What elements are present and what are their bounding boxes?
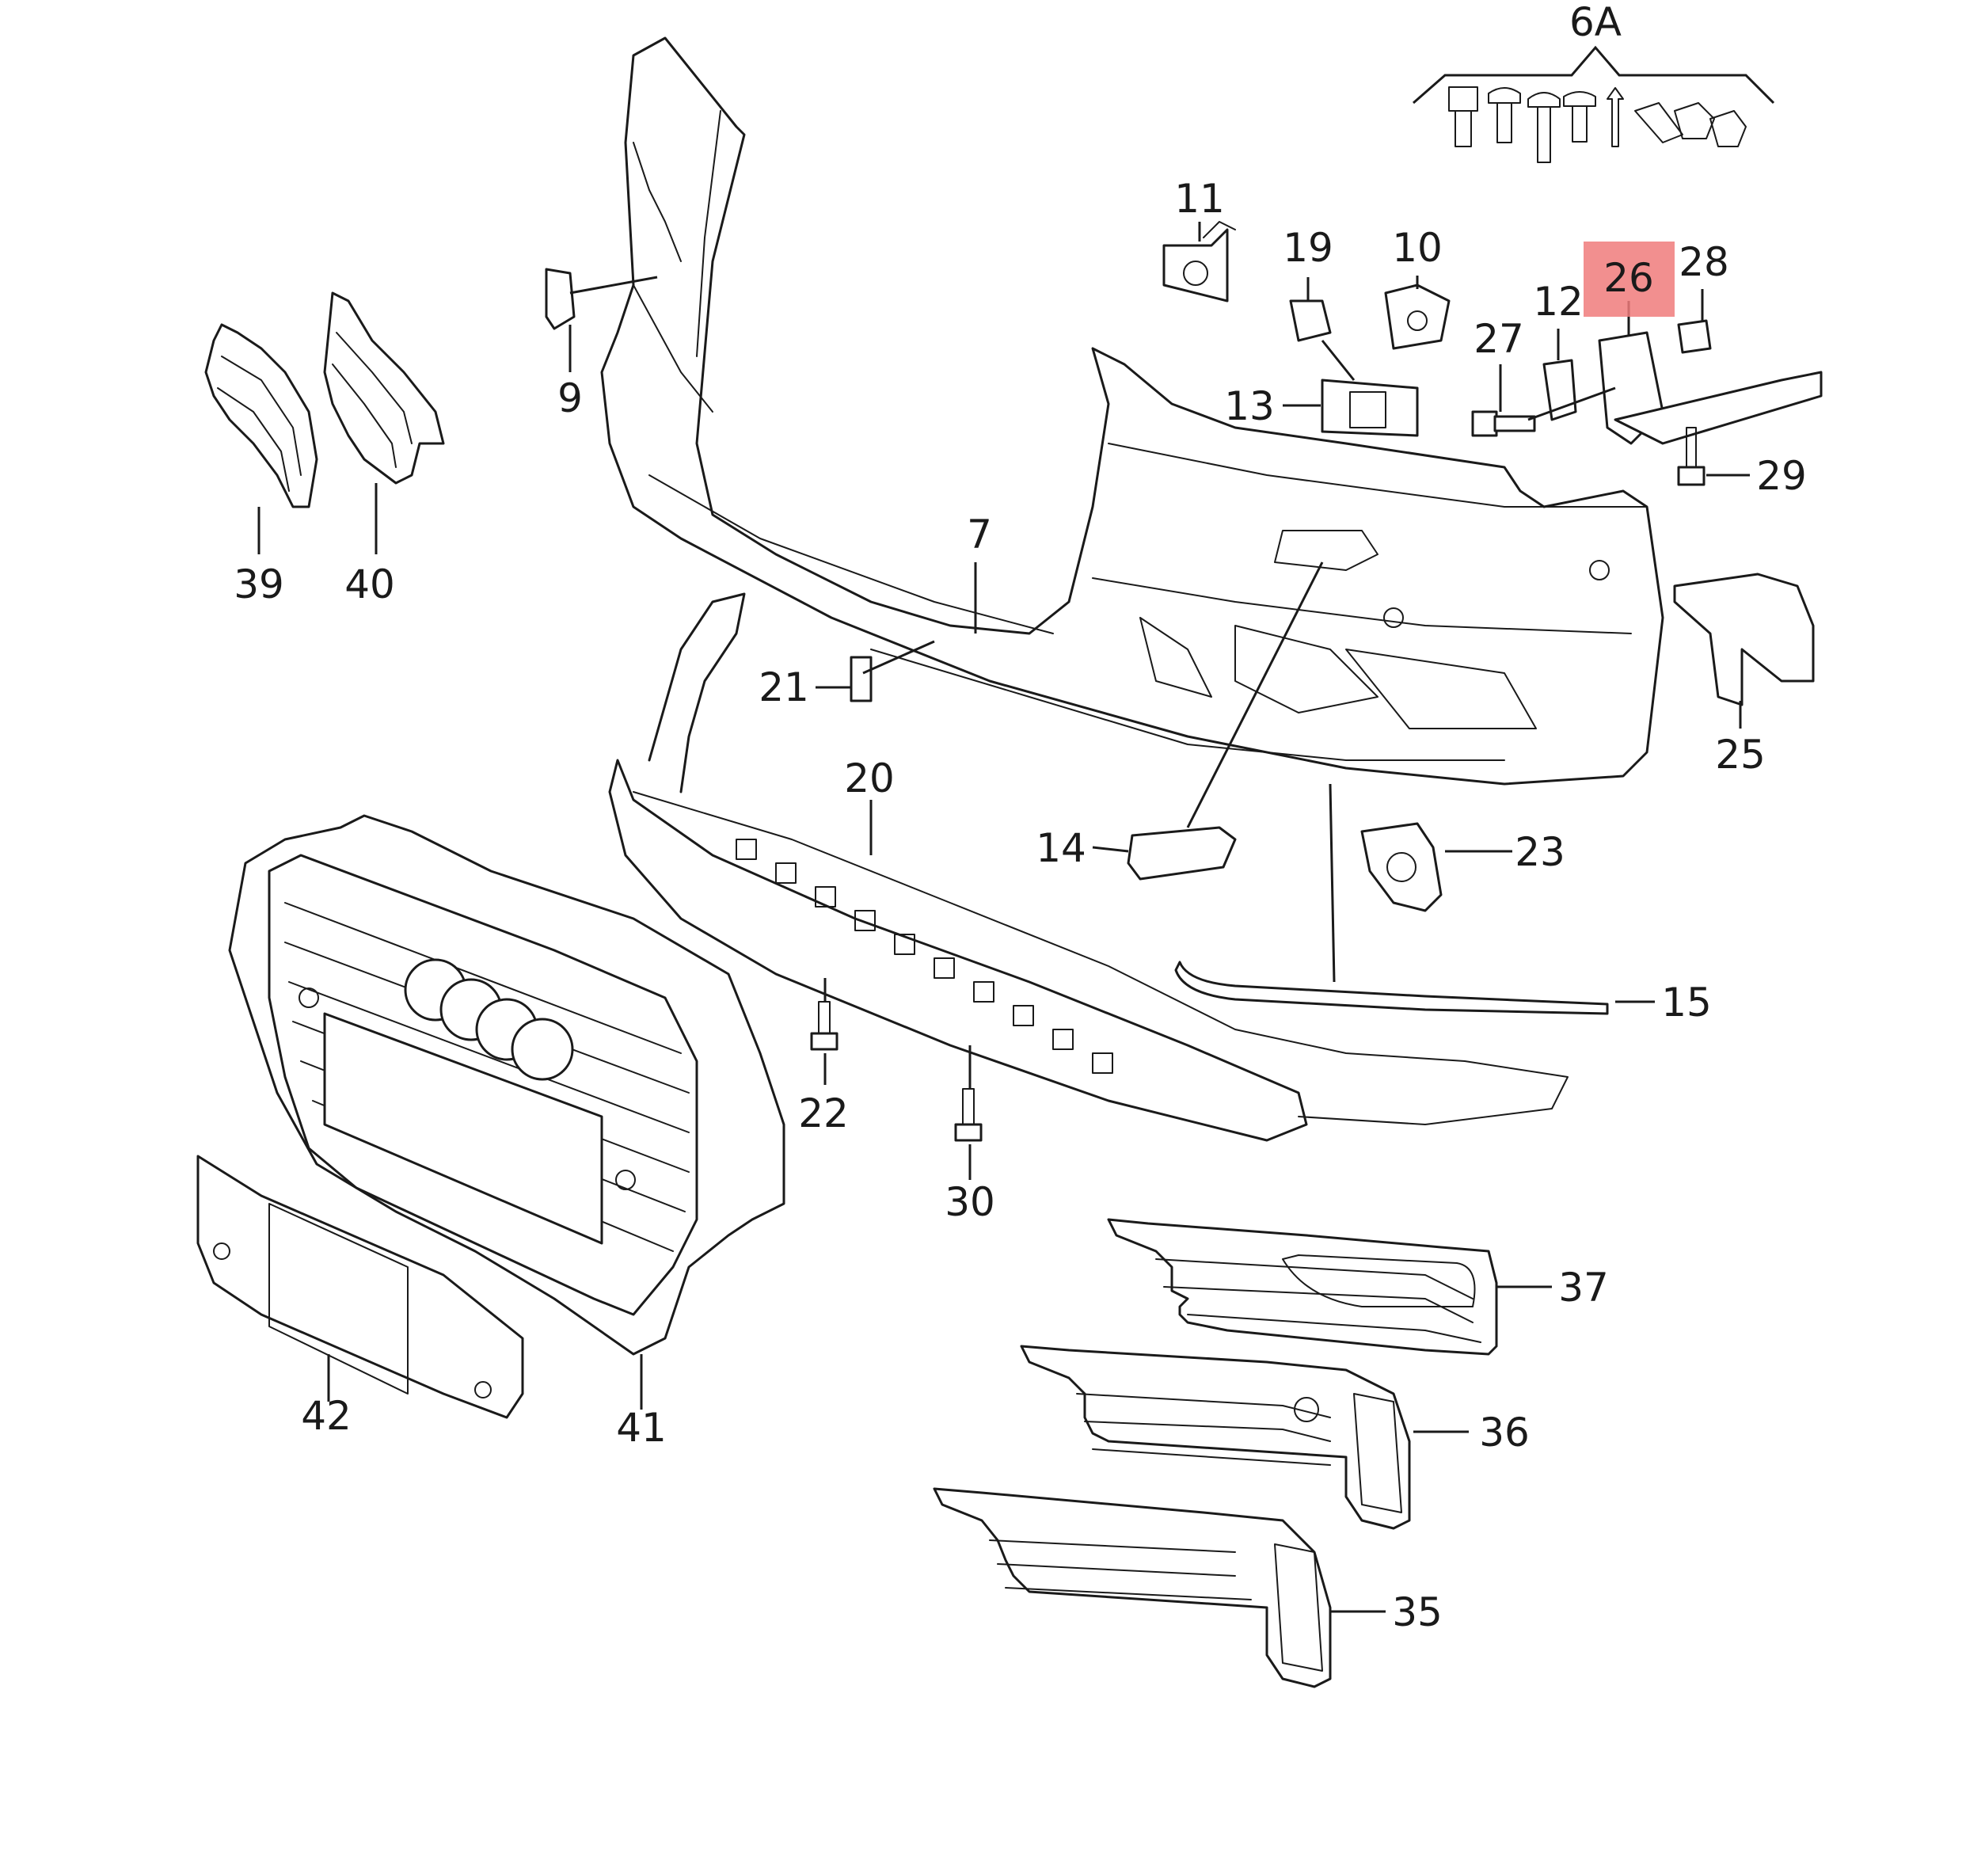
callout-29[interactable]: 29 (1756, 453, 1807, 499)
callout-26[interactable]: 26 (1603, 255, 1654, 301)
callout-11[interactable]: 11 (1174, 176, 1225, 222)
highlight-box-26 (1584, 242, 1675, 317)
callout-23[interactable]: 23 (1515, 829, 1565, 875)
part-22-screw[interactable] (810, 1001, 838, 1051)
callout-10[interactable]: 10 (1392, 225, 1443, 271)
callout-15[interactable]: 15 (1661, 980, 1712, 1026)
callout-14[interactable]: 14 (1036, 825, 1086, 871)
callout-13[interactable]: 13 (1224, 383, 1275, 429)
callout-6A: 6A (1569, 0, 1622, 45)
callout-12[interactable]: 12 (1533, 279, 1584, 325)
part-39-air-guide[interactable] (204, 323, 318, 508)
part-41-radiator-grille[interactable] (228, 814, 785, 1356)
part-14-washer-cap[interactable] (1127, 826, 1237, 881)
bumper-cover[interactable] (600, 36, 1664, 786)
callout-25[interactable]: 25 (1715, 732, 1766, 778)
callout-7[interactable]: 7 (967, 512, 992, 557)
callout-21[interactable]: 21 (759, 664, 809, 710)
part-29-screw[interactable] (1677, 427, 1706, 486)
part-40-air-guide[interactable] (323, 291, 445, 485)
part-15-trim-strip[interactable] (1174, 961, 1609, 1015)
callout-39[interactable]: 39 (234, 561, 284, 607)
part-35-fog-grille[interactable] (933, 1487, 1332, 1688)
part-23-holder[interactable] (1360, 822, 1443, 912)
part-36-fog-grille[interactable] (1020, 1345, 1411, 1530)
fastener-kit-6A[interactable]: 6A (1413, 0, 1775, 163)
part-19-clip[interactable] (1289, 299, 1332, 342)
callout-41[interactable]: 41 (616, 1405, 667, 1451)
callout-labels: 11 19 10 26 28 12 27 13 29 9 39 40 7 21 … (234, 176, 1807, 1635)
part-30-screw[interactable] (954, 1088, 983, 1142)
callout-35[interactable]: 35 (1392, 1589, 1443, 1635)
part-11-bracket[interactable] (1162, 221, 1236, 303)
part-37-fog-grille[interactable] (1107, 1218, 1498, 1356)
part-26-bracket[interactable] (1598, 331, 1823, 445)
part-9-cap[interactable] (545, 268, 576, 330)
callout-40[interactable]: 40 (344, 561, 395, 607)
callout-27[interactable]: 27 (1474, 316, 1524, 362)
leader-lines (257, 222, 1750, 1613)
part-21-clip[interactable] (850, 656, 873, 702)
callout-19[interactable]: 19 (1283, 225, 1333, 271)
callout-28[interactable]: 28 (1679, 239, 1729, 285)
part-10-holder[interactable] (1384, 283, 1451, 350)
part-27-bolt[interactable] (1471, 410, 1536, 437)
callout-36[interactable]: 36 (1479, 1410, 1530, 1456)
callout-20[interactable]: 20 (844, 755, 895, 801)
part-42-plate-holder[interactable] (196, 1155, 524, 1419)
part-20-carrier[interactable] (608, 592, 1569, 1142)
part-13-sensor-mount[interactable] (1321, 379, 1419, 437)
part-28-clip[interactable] (1677, 319, 1712, 354)
callout-9[interactable]: 9 (557, 375, 583, 421)
callout-37[interactable]: 37 (1558, 1265, 1609, 1311)
callout-22[interactable]: 22 (798, 1090, 849, 1136)
part-12-guide[interactable] (1542, 359, 1577, 421)
part-25-side-bracket[interactable] (1673, 573, 1815, 706)
callout-30[interactable]: 30 (945, 1179, 995, 1225)
callout-42[interactable]: 42 (301, 1393, 352, 1439)
